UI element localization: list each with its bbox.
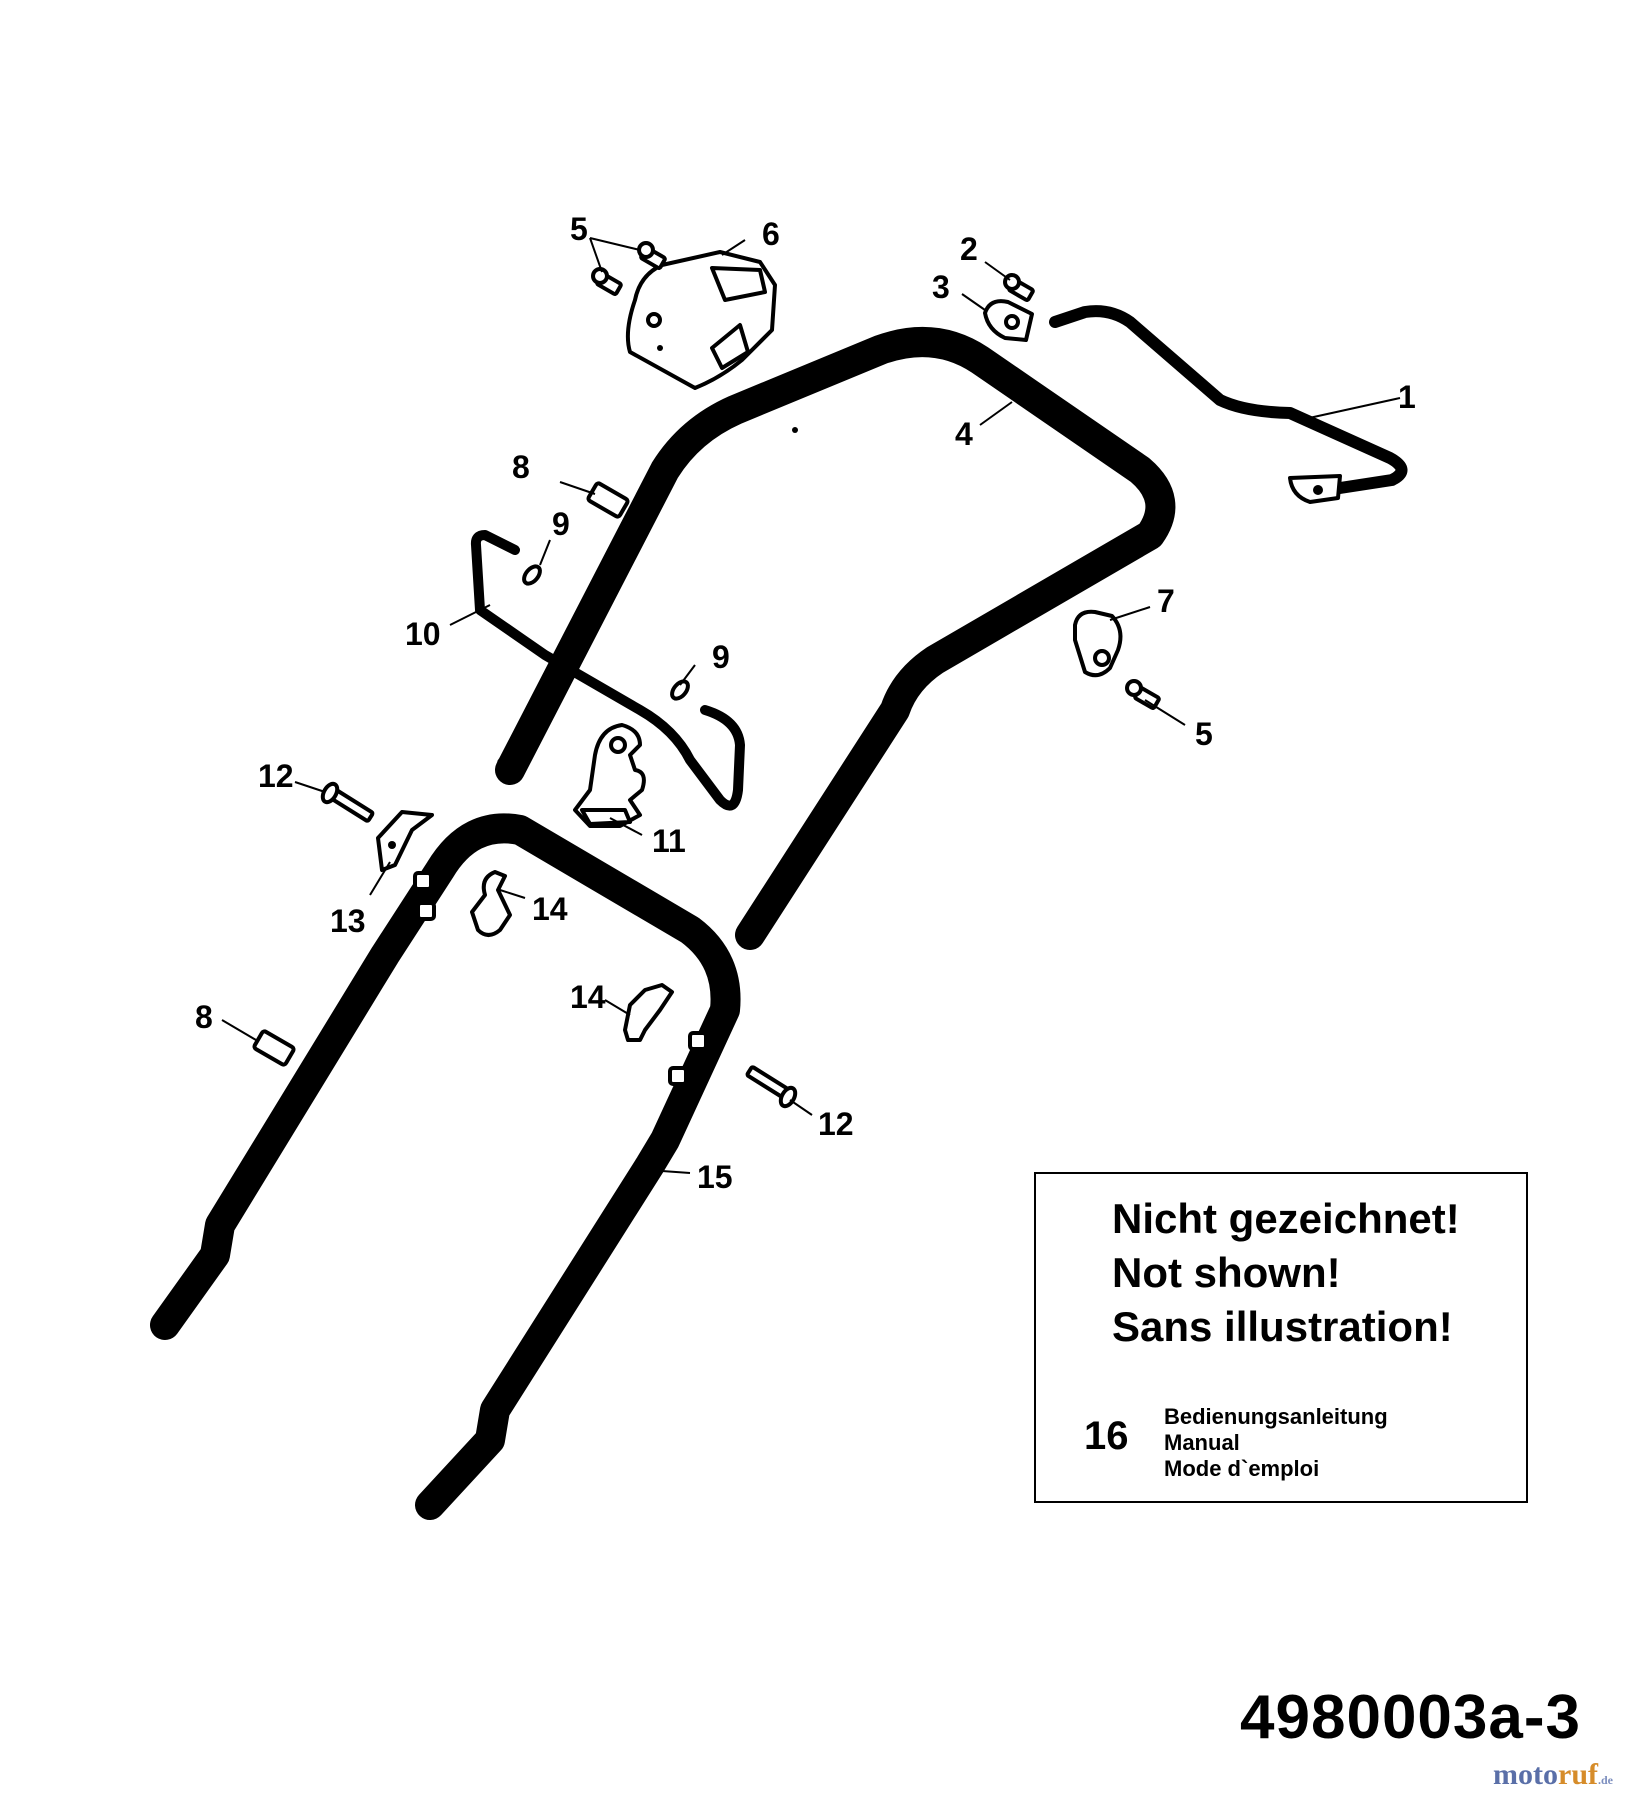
washer-part-9-mid <box>670 679 690 701</box>
watermark-part-2: ruf <box>1558 1758 1598 1791</box>
callout-5-right: 5 <box>1195 716 1213 752</box>
callout-4: 4 <box>955 416 973 452</box>
cable-housing-part-6 <box>625 250 777 390</box>
not-shown-note-box: Nicht gezeichnet! Not shown! Sans illust… <box>1034 1172 1528 1503</box>
callout-14-bottom: 14 <box>570 979 606 1015</box>
callout-8-top: 8 <box>512 449 530 485</box>
callout-9-top: 9 <box>552 506 570 542</box>
callout-11: 11 <box>652 823 686 859</box>
callout-13: 13 <box>330 903 366 939</box>
callout-15: 15 <box>697 1159 733 1195</box>
note-item-french: Mode d`emploi <box>1164 1456 1320 1481</box>
callout-6: 6 <box>762 216 780 252</box>
lever-part-11 <box>573 723 646 828</box>
callout-7: 7 <box>1157 583 1175 619</box>
wire-bracket-part-10 <box>470 530 745 811</box>
wing-nut-part-14-top <box>470 870 512 937</box>
upper-handle-part-4 <box>495 327 1176 950</box>
callout-3: 3 <box>932 269 950 305</box>
bracket-part-7 <box>1073 609 1123 678</box>
screw-part-5-top-a <box>637 241 667 270</box>
callout-12-right: 12 <box>818 1106 854 1142</box>
callout-1: 1 <box>1398 379 1416 415</box>
callout-2: 2 <box>960 231 978 267</box>
screw-part-5-top-b <box>591 267 623 296</box>
wing-nut-part-14-bottom <box>623 983 674 1042</box>
washer-part-9-top <box>522 564 542 586</box>
bolt-part-12-right <box>745 1065 798 1109</box>
watermark-part-1: moto <box>1493 1758 1558 1791</box>
callout-10: 10 <box>405 616 441 652</box>
clamp-plate-part-13 <box>376 810 434 872</box>
screw-part-2 <box>1003 273 1035 302</box>
control-bar-part-1 <box>1049 305 1408 504</box>
watermark-suffix: .de <box>1598 1773 1613 1787</box>
note-line-german: Nicht gezeichnet! <box>1112 1195 1460 1242</box>
drawing-number: 4980003a-3 <box>1240 1683 1581 1752</box>
lower-handle-part-15 <box>150 813 741 1520</box>
leader-lines <box>221 237 1401 1174</box>
note-item-german: Bedienungsanleitung <box>1164 1404 1388 1429</box>
note-line-french: Sans illustration! <box>1112 1303 1453 1350</box>
watermark-logo: motoruf.de <box>1493 1758 1613 1792</box>
callout-9-mid: 9 <box>712 639 730 675</box>
bolt-part-12-left <box>320 781 375 823</box>
callout-5-top: 5 <box>570 211 588 247</box>
callout-12-left: 12 <box>258 758 294 794</box>
note-item-english: Manual <box>1164 1430 1240 1455</box>
screw-part-5-right <box>1125 679 1161 710</box>
clip-part-3 <box>983 299 1034 342</box>
spacer-part-8-top <box>586 481 630 519</box>
note-line-english: Not shown! <box>1112 1249 1341 1296</box>
note-item-number: 16 <box>1084 1414 1129 1458</box>
callout-8-bottom: 8 <box>195 999 213 1035</box>
callout-14-top: 14 <box>532 891 568 927</box>
callouts: 1 2 3 4 5 6 7 5 8 9 9 10 11 12 13 14 14 … <box>195 211 1416 1195</box>
spacer-part-8-bottom <box>252 1029 296 1067</box>
